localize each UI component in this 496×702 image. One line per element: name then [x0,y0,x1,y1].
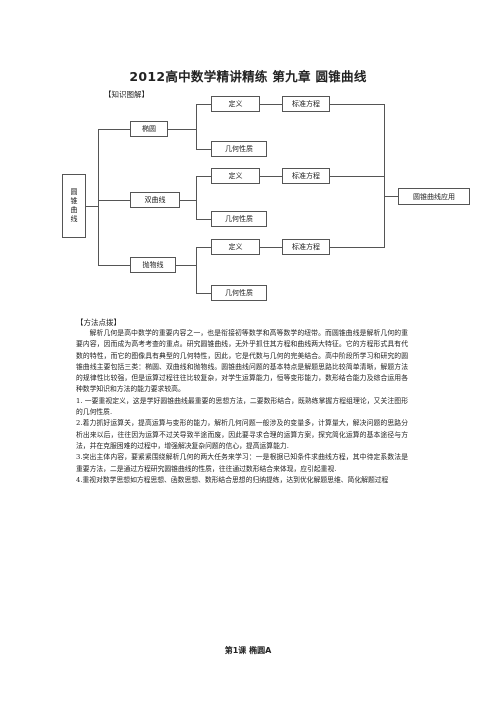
parabola-box: 抛物线 [130,257,176,273]
hyperbola-standard-equation-box: 标准方程 [282,168,330,184]
parabola-geometric-properties-box: 几何性质 [211,285,267,301]
parabola-definition-box: 定义 [211,239,260,255]
connector [176,265,196,266]
parabola-standard-equation-box: 标准方程 [282,239,330,255]
connector [98,129,99,265]
root-char: 线 [70,215,78,223]
connector [180,200,196,201]
conic-applications-box: 圆锥曲线应用 [398,188,470,205]
connector [168,129,196,130]
connector [330,176,384,177]
connector [330,104,384,105]
connector [384,196,398,197]
ellipse-standard-equation-box: 标准方程 [282,96,330,112]
method-point-3: 3.突出主体内容，要紧紧围绕解析几何的两大任务来学习：一是根据已知条件求曲线方程… [76,453,408,473]
hyperbola-geometric-properties-box: 几何性质 [211,211,267,227]
connector [196,219,211,220]
root-box-conic-sections: 圆 锥 曲 线 [62,174,86,238]
connector [98,129,130,130]
connector [260,104,282,105]
method-point-2: 2.着力抓好运算关，提高运算与变形的能力，解析几何问题一般涉及的变量多，计算量大… [76,419,408,450]
connector [260,247,282,248]
root-char: 锥 [70,197,78,205]
hyperbola-box: 双曲线 [130,192,180,208]
ellipse-definition-box: 定义 [211,96,260,112]
lesson-title: 第1课 椭圆A [224,646,272,655]
method-intro-paragraph: 解析几何是高中数学的重要内容之一，也是衔接初等数学和高等数学的纽带。而圆锥曲线是… [76,329,408,394]
connector [196,247,197,293]
connector [98,200,130,201]
document-title: 2012高中数学精讲精练 第九章 圆锥曲线 [129,69,367,84]
root-char: 曲 [70,206,78,214]
connector [196,149,211,150]
connector [260,176,282,177]
connector [196,293,211,294]
connector [196,104,211,105]
ellipse-geometric-properties-box: 几何性质 [211,141,267,157]
connector [196,176,211,177]
connector [196,104,197,149]
ellipse-box: 椭圆 [130,121,168,137]
connector [86,206,98,207]
method-point-4: 4.重视对数学思想如方程思想、函数思想、数形结合思想的归纳提练，达到优化解题思维… [76,475,389,484]
connector [98,265,130,266]
method-content: 解析几何是高中数学的重要内容之一，也是衔接初等数学和高等数学的纽带。而圆锥曲线是… [76,328,408,486]
method-point-1: 1. 一要重视定义，这是学好圆锥曲线最重要的思想方法，二要数形结合，既熟练掌握方… [76,396,408,417]
method-section-label: 【方法点拨】 [76,318,121,327]
knowledge-diagram-label: 【知识图解】 [104,90,149,99]
connector [196,247,211,248]
connector [384,104,385,248]
connector [196,176,197,219]
hyperbola-definition-box: 定义 [211,168,260,184]
root-char: 圆 [70,188,78,196]
connector [330,247,384,248]
